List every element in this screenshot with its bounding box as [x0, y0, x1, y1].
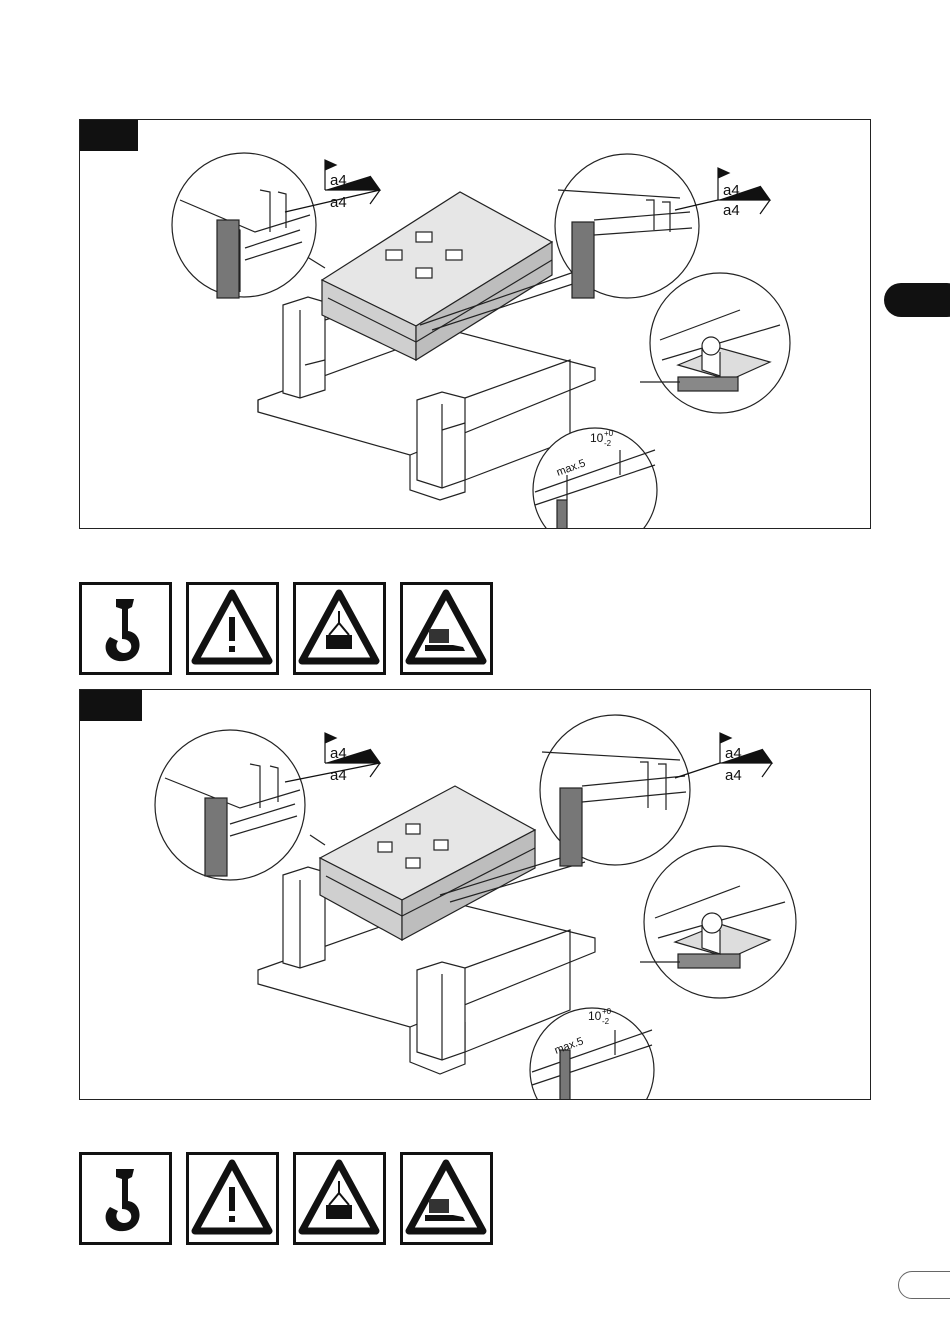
page-number-oval: [898, 1271, 950, 1299]
weld-label-top: a4: [723, 182, 740, 199]
foot-crush-warning-icon: [400, 582, 493, 675]
dim-tolerance-main: 10: [588, 1009, 602, 1023]
right-pillar: [417, 962, 465, 1060]
weld-label-top: a4: [330, 745, 347, 762]
suspended-load-warning-icon: [293, 1152, 386, 1245]
safety-icons-row-1: [79, 582, 493, 676]
left-pillar: [283, 297, 325, 398]
dim-tolerance-main: 10: [590, 431, 604, 445]
weld-symbol-right: a4 a4: [675, 733, 772, 784]
crane-hook-icon: [79, 1152, 172, 1245]
weld-label-top: a4: [725, 745, 742, 762]
general-warning-icon: [186, 582, 279, 675]
foot-crush-warning-icon: [400, 1152, 493, 1245]
detail-circle-top-left: [172, 153, 316, 297]
weld-label-bottom: a4: [330, 767, 347, 784]
dim-tolerance-upper: +0: [604, 429, 614, 438]
figure-1-illustration: a4 a4 a4 a4 10 +0 -2 max.5: [80, 120, 871, 529]
weld-label-bottom: a4: [723, 202, 740, 219]
weld-label-bottom: a4: [330, 194, 347, 211]
general-warning-icon: [186, 1152, 279, 1245]
dim-tolerance-upper: +0: [602, 1007, 612, 1016]
dim-tolerance-lower: -2: [604, 439, 612, 448]
dim-tolerance-lower: -2: [602, 1017, 610, 1026]
suspended-load-warning-icon: [293, 582, 386, 675]
figure-2-installation-drawing: a4 a4 a4 a4 10 +0 -2 max.5: [79, 689, 871, 1100]
detail-circle-top-left: [155, 730, 305, 880]
figure-2-illustration: a4 a4 a4 a4 10 +0 -2 max.5: [80, 690, 871, 1100]
weld-label-top: a4: [330, 172, 347, 189]
left-pillar: [283, 867, 325, 968]
figure-1-installation-drawing: a4 a4 a4 a4 10 +0 -2 max.5: [79, 119, 871, 529]
safety-icons-row-2: [79, 1152, 493, 1246]
chapter-side-tab: [884, 283, 950, 317]
crane-hook-icon: [79, 582, 172, 675]
right-pillar: [417, 392, 465, 488]
weld-label-bottom: a4: [725, 767, 742, 784]
